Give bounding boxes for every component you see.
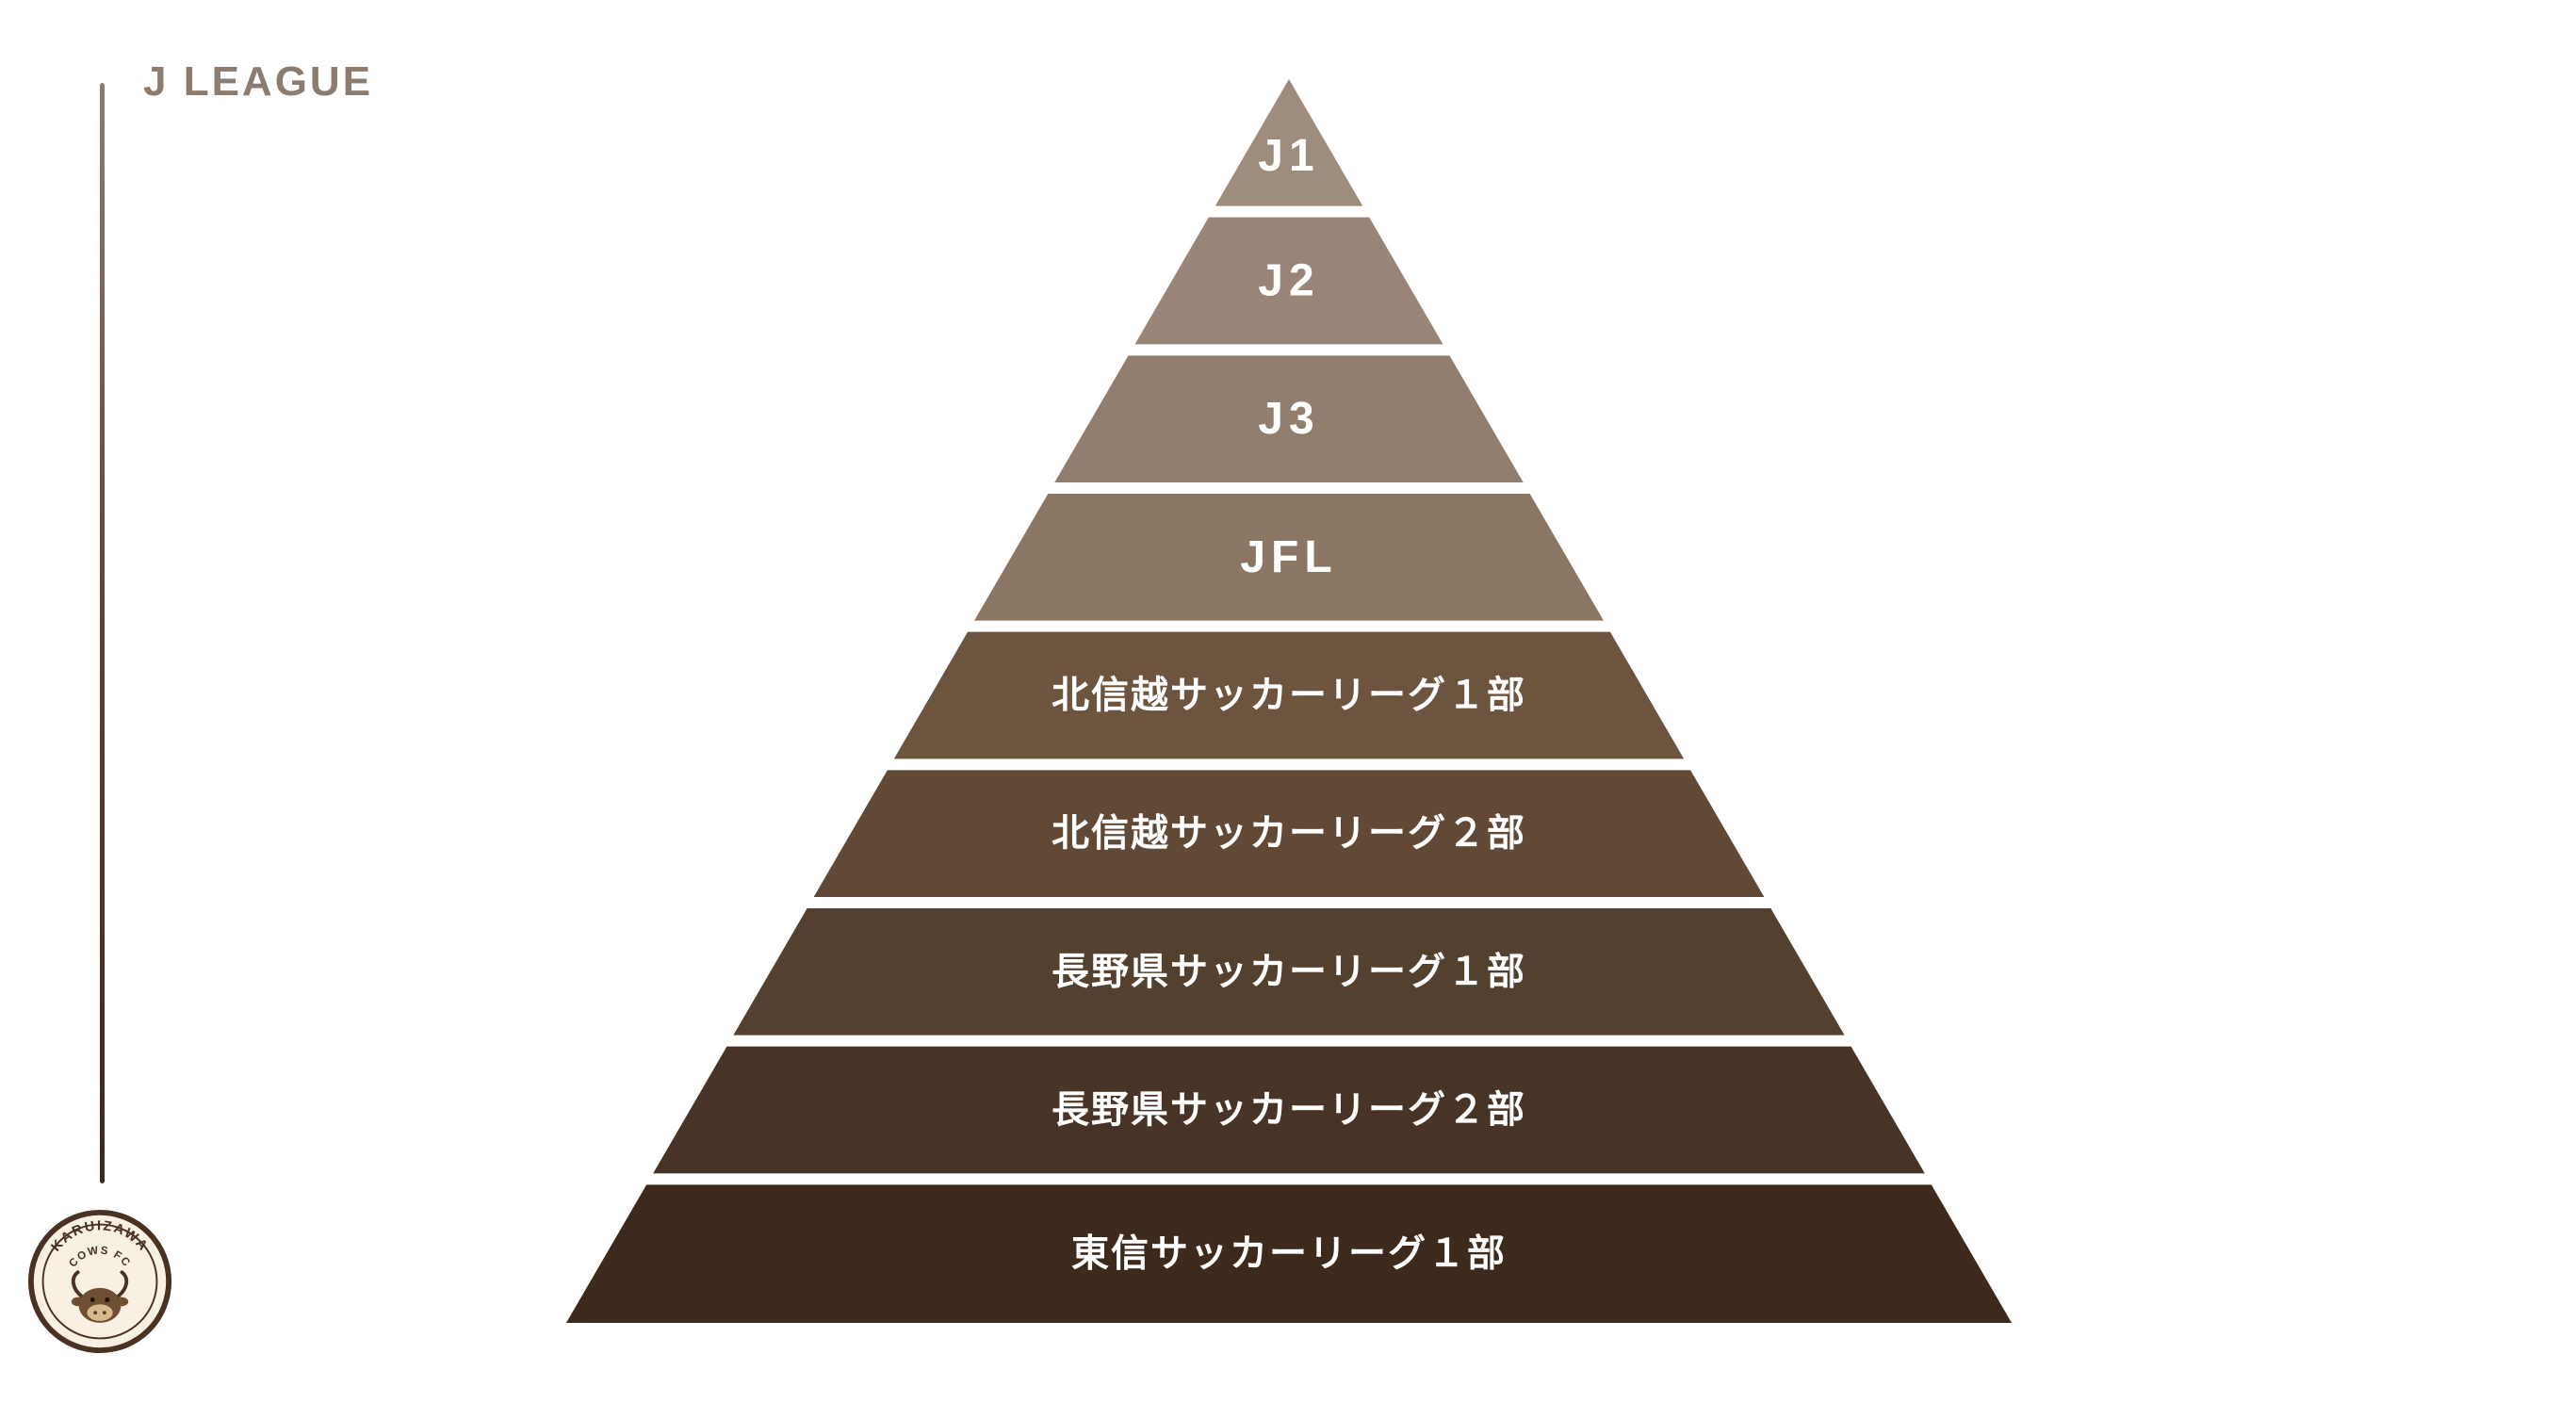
tier-label: 北信越サッカーリーグ２部 xyxy=(1052,813,1526,855)
tier-shape xyxy=(733,908,1845,1036)
tier-shape xyxy=(565,1184,2013,1323)
tier-label: 長野県サッカーリーグ１部 xyxy=(1052,951,1526,992)
tier-label: J1 xyxy=(1258,131,1319,181)
cow-icon xyxy=(71,1270,129,1323)
pyramid-tier: J3 xyxy=(1054,355,1524,482)
club-logo: KARUIZAWA COWS FC xyxy=(27,1209,172,1354)
pyramid-tier: 長野県サッカーリーグ１部 xyxy=(733,908,1845,1036)
tier-label: JFL xyxy=(1240,532,1337,582)
tier-shape xyxy=(813,770,1765,897)
pyramid-tier: 東信サッカーリーグ１部 xyxy=(565,1184,2013,1323)
pyramid-tier: 北信越サッカーリーグ２部 xyxy=(813,770,1765,897)
tier-label: J3 xyxy=(1258,394,1319,444)
tier-label: 長野県サッカーリーグ２部 xyxy=(1052,1089,1526,1131)
pyramid-tier: JFL xyxy=(974,494,1604,621)
tier-label: 東信サッカーリーグ１部 xyxy=(1071,1233,1507,1275)
tier-label: J2 xyxy=(1258,256,1319,306)
pyramid-tier: 長野県サッカーリーグ２部 xyxy=(653,1046,1925,1174)
tier-shape xyxy=(1054,355,1524,482)
tier-shape xyxy=(653,1046,1925,1174)
crest-ring xyxy=(27,1209,172,1354)
tier-shape xyxy=(1134,217,1443,345)
pyramid-tier: J1 xyxy=(1215,79,1363,206)
tier-shape xyxy=(1215,79,1363,206)
pyramid-tier: J2 xyxy=(1134,217,1443,345)
tier-label: 北信越サッカーリーグ１部 xyxy=(1052,675,1526,716)
crest-inner-ring xyxy=(41,1223,158,1340)
left-accent-line xyxy=(100,83,105,1183)
tier-shape xyxy=(893,631,1685,759)
page-title: J LEAGUE xyxy=(143,58,374,105)
tier-shape xyxy=(974,494,1604,621)
pyramid-tier: 北信越サッカーリーグ１部 xyxy=(893,631,1685,759)
